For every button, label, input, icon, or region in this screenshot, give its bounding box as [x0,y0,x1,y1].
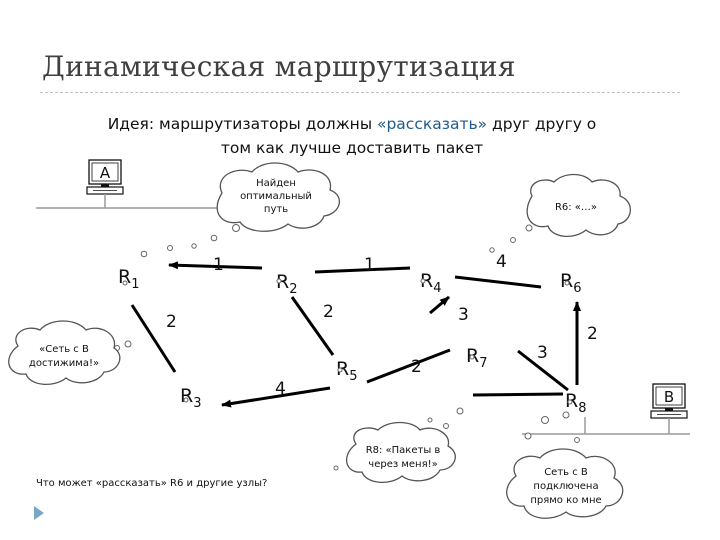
router-r3: R3 [180,385,201,411]
link-r5-r4 [429,295,450,315]
router-r7: R7 [466,345,487,371]
idea-line-1: Идея: маршрутизаторы должны «рассказать»… [107,115,597,133]
cloud-direct-line1: Сеть с В [544,467,588,478]
weight-r3-r5: 4 [275,379,286,399]
weight-r4-r6: 4 [496,252,507,272]
host-a: A [86,159,124,195]
svg-text:R4: R4 [420,270,441,296]
router-r3-index: 3 [193,396,201,411]
router-r4-index: 4 [433,281,441,296]
router-r5-index: 5 [349,369,357,384]
svg-text:R7: R7 [466,345,487,371]
cloud-reach-line1: «Сеть с В [39,344,89,355]
host-a-label: A [100,164,111,182]
slide-title: Динамическая маршрутизация [42,50,516,83]
link-r2-r1 [168,261,263,270]
cloud-found-line3: путь [264,204,288,215]
router-r1-name: R [118,266,131,288]
cloud-r6-message: R6: «…» [526,173,631,237]
router-r5-name: R [336,358,349,380]
link-r8-lower [472,392,564,397]
svg-text:R1: R1 [118,266,139,292]
router-r1-index: 1 [131,277,139,292]
idea-accent-word: «рассказать» [376,115,488,133]
router-r1: R1 [118,266,139,292]
router-r6: R6 [560,270,581,296]
cloud-reach-line2: достижима!» [29,358,99,369]
weight-r6-r8: 2 [587,324,598,344]
svg-text:R2: R2 [276,271,297,297]
computer-icon [86,159,124,195]
weight-r2-r5: 2 [323,302,334,322]
cloud-r6-text: R6: «…» [555,202,597,213]
cloud-r8-line2: через меня!» [368,459,437,470]
computer-icon [650,383,688,419]
cloud-direct-line3: прямо ко мне [530,495,601,506]
router-r3-name: R [180,385,193,407]
host-b: B [650,383,688,419]
router-r4: R4 [420,270,441,296]
cloud-network-reachable: «Сеть с В достижима!» [8,320,121,385]
idea-text: Идея: маршрутизаторы должны «рассказать»… [82,112,622,160]
lan-b-line [522,418,690,435]
question-text: Что может «рассказать» R6 и другие узлы? [36,478,267,489]
weight-r6-r7: 3 [537,343,548,363]
cloud-direct-connection: Сеть с В подключена прямо ко мне [506,448,624,519]
svg-text:R5: R5 [336,358,357,384]
weight-r1-r3: 2 [166,312,177,332]
cloud-found-line2: оптимальный [240,191,312,202]
link-r7-r8 [517,349,569,392]
link-r1-r3 [130,304,177,373]
cloud-r8-message: R8: «Пакеты в через меня!» [346,421,456,483]
link-r6-r4 [454,275,542,289]
link-r4-r2 [314,266,411,274]
router-r2-index: 2 [289,282,297,297]
cloud-found-line1: Найден [256,178,296,189]
host-b-label: B [664,388,674,406]
cloud-direct-line2: подключена [533,481,598,492]
router-r5: R5 [336,358,357,384]
router-r6-index: 6 [573,281,581,296]
title-divider [40,92,680,93]
link-weights: 1 1 4 2 2 3 4 2 3 2 [166,252,598,399]
router-r2: R2 [276,271,297,297]
svg-text:R3: R3 [180,385,201,411]
link-r5-r3 [221,386,331,408]
weight-r1-r2: 1 [213,255,224,275]
weight-r4-r5: 3 [458,305,469,325]
weight-r5-r7: 2 [411,357,422,377]
cloud-r8-line1: R8: «Пакеты в [366,445,441,456]
cloud-found-path: Найден оптимальный путь [216,162,340,232]
idea-line-2: том как лучше доставить пакет [220,139,484,157]
bullet-arrow-icon [34,506,44,520]
router-r2-name: R [276,271,289,293]
lan-a-line [36,194,252,209]
svg-text:R6: R6 [560,270,581,296]
router-r4-name: R [420,270,433,292]
thought-bubble-dots [114,224,580,471]
weight-r2-r4: 1 [364,255,375,275]
router-r8-index: 8 [578,401,586,416]
router-r7-index: 7 [479,356,487,371]
link-r2-r5 [290,296,335,356]
link-r5-r7 [366,348,451,384]
